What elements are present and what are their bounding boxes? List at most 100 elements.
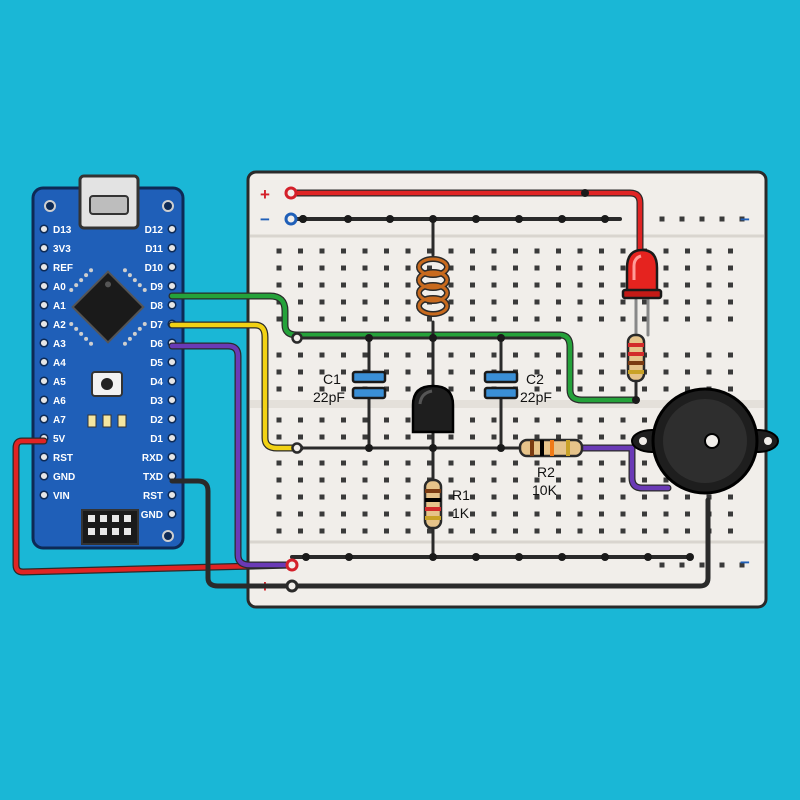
- breadboard-hole: [663, 299, 669, 305]
- breadboard-hole: [470, 434, 475, 440]
- breadboard-hole: [276, 369, 282, 375]
- wire-end-terminal: [291, 442, 303, 454]
- breadboard-hole: [470, 417, 475, 423]
- breadboard-hole: [556, 316, 561, 322]
- resistor-r2: [518, 438, 584, 458]
- chip-leg: [132, 278, 137, 283]
- buzzer-mount-hole: [764, 437, 772, 445]
- led-indicator: [102, 414, 112, 428]
- breadboard-hole: [663, 494, 669, 500]
- breadboard-hole: [470, 460, 475, 466]
- breadboard-hole: [448, 248, 454, 254]
- breadboard-hole: [319, 299, 325, 305]
- pin-label: 5V: [53, 434, 66, 445]
- breadboard-hole: [319, 477, 325, 483]
- breadboard-hole: [620, 316, 626, 322]
- chip-leg: [137, 283, 142, 288]
- pin-label: D6: [150, 339, 163, 350]
- breadboard-hole: [642, 494, 647, 500]
- breadboard-hole: [341, 299, 346, 305]
- breadboard-hole: [577, 477, 583, 483]
- center-channel: [250, 400, 764, 408]
- breadboard-hole: [448, 369, 454, 375]
- breadboard-hole: [663, 282, 669, 288]
- buzzer-sound-hole: [704, 433, 720, 449]
- breadboard-hole: [276, 477, 282, 483]
- breadboard-hole: [599, 528, 604, 534]
- pin-label: D10: [145, 263, 164, 274]
- buzzer-mount-hole: [639, 437, 647, 445]
- icsp-pin: [124, 515, 131, 522]
- breadboard-hole: [577, 511, 583, 517]
- breadboard-hole: [427, 352, 432, 358]
- breadboard-hole: [642, 528, 647, 534]
- breadboard-hole: [659, 216, 665, 222]
- breadboard-hole: [556, 352, 561, 358]
- breadboard-hole: [448, 386, 454, 392]
- breadboard-hole: [534, 477, 540, 483]
- breadboard-hole: [298, 417, 303, 423]
- pin-label: REF: [53, 263, 73, 274]
- pin-hole: [39, 300, 49, 310]
- transistor-body: [411, 384, 455, 434]
- breadboard-hole: [491, 434, 497, 440]
- breadboard-hole: [276, 248, 282, 254]
- breadboard-hole: [448, 528, 454, 534]
- junction-dot: [515, 553, 523, 561]
- breadboard-hole: [276, 352, 282, 358]
- breadboard-hole: [663, 248, 669, 254]
- junction-dot: [472, 553, 480, 561]
- pin-label: D11: [145, 244, 163, 255]
- breadboard-hole: [384, 477, 389, 483]
- pin-hole: [167, 433, 177, 443]
- breadboard-hole: [362, 316, 368, 322]
- breadboard-hole: [706, 248, 712, 254]
- breadboard-hole: [663, 316, 669, 322]
- piezo-buzzer: [631, 387, 779, 495]
- breadboard-hole: [405, 477, 411, 483]
- breadboard-hole: [620, 282, 626, 288]
- wire-ground-bottom: [289, 497, 711, 589]
- pin-label: VIN: [53, 491, 70, 502]
- breadboard-hole: [620, 248, 626, 254]
- breadboard-hole: [556, 477, 561, 483]
- inductor-coil: [416, 256, 450, 317]
- rail-terminals: [284, 186, 303, 593]
- pin-label: D13: [53, 225, 72, 236]
- breadboard-hole: [599, 494, 604, 500]
- breadboard-hole: [685, 511, 690, 517]
- breadboard-hole: [620, 511, 626, 517]
- chip-leg: [142, 288, 147, 293]
- chip-leg: [122, 268, 127, 273]
- breadboard-hole: [685, 528, 690, 534]
- breadboard-hole: [556, 299, 561, 305]
- breadboard-hole: [319, 352, 325, 358]
- breadboard-hole: [276, 434, 282, 440]
- pin-label: A2: [53, 320, 66, 331]
- wire-txd-black: [169, 478, 295, 589]
- breadboard-hole: [427, 248, 432, 254]
- breadboard-hole: [659, 562, 665, 568]
- breadboard-hole: [599, 511, 604, 517]
- breadboard-hole: [534, 352, 540, 358]
- junction-dot: [386, 215, 394, 223]
- breadboard-hole: [706, 265, 712, 271]
- breadboard-hole: [728, 511, 733, 517]
- breadboard-hole: [384, 434, 389, 440]
- junction-dot: [429, 334, 437, 342]
- pin-label: D7: [150, 320, 163, 331]
- pin-hole: [39, 490, 49, 500]
- breadboard-hole: [491, 248, 497, 254]
- breadboard-hole: [577, 460, 583, 466]
- pin-label: TXD: [143, 472, 163, 483]
- pin-label: D12: [145, 225, 164, 236]
- breadboard-hole: [577, 417, 583, 423]
- transistor: [411, 384, 455, 434]
- top-rail-plus-sign: +: [260, 185, 270, 204]
- breadboard-hole: [491, 352, 497, 358]
- breadboard-hole: [556, 265, 561, 271]
- breadboard-hole: [663, 352, 669, 358]
- breadboard-hole: [405, 417, 411, 423]
